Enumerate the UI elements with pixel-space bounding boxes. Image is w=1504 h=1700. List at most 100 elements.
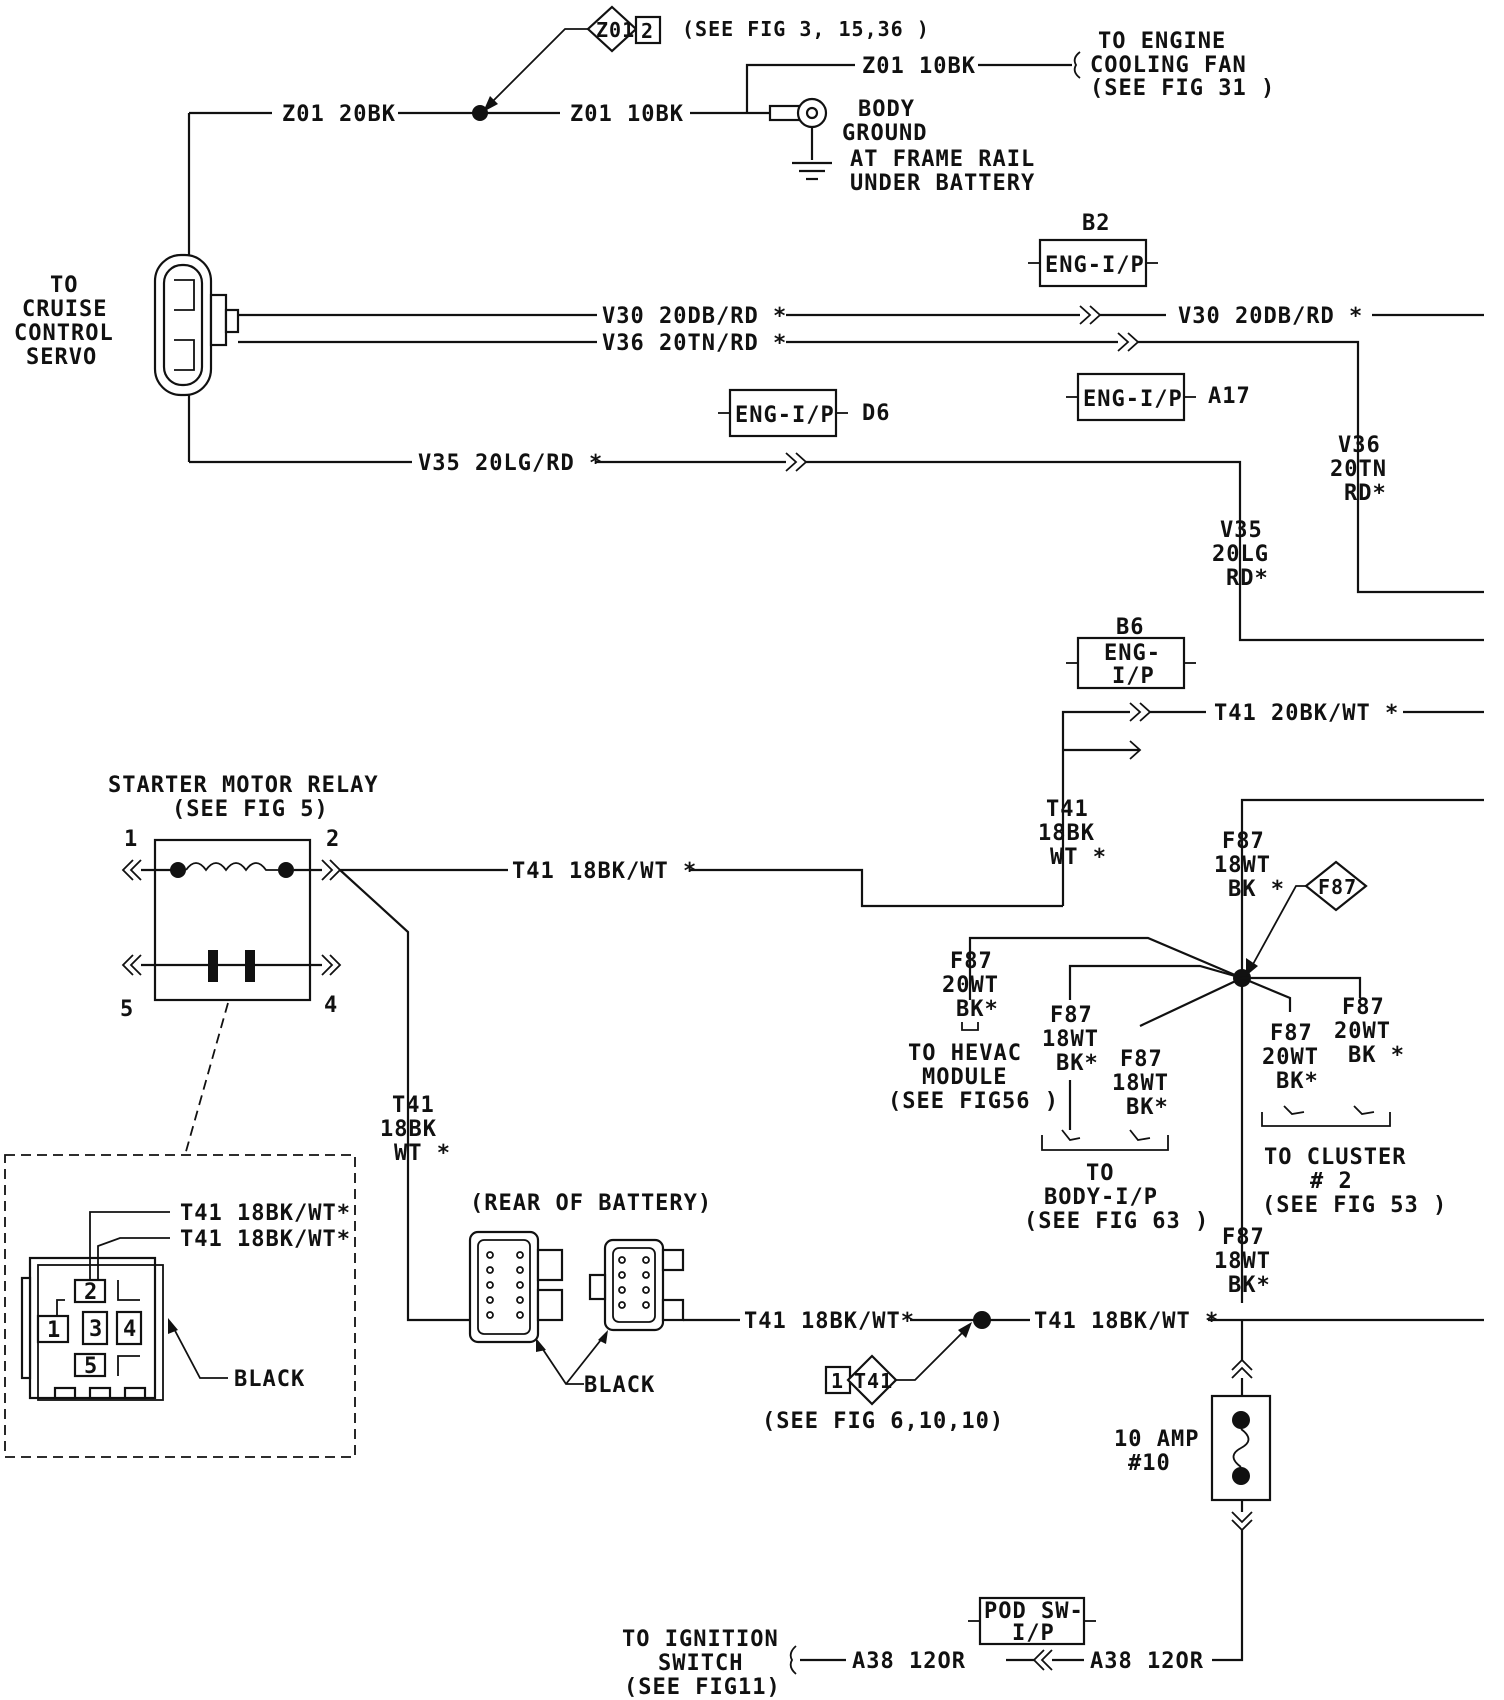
t41-branch-arrow <box>1129 740 1142 760</box>
t41-v-label-1: T41 <box>1046 797 1089 822</box>
t41-splice-pin-label: 1 <box>831 1369 844 1393</box>
f87-section: F87 18WT BK * F87 F87 20WT BK* TO HEVAC … <box>888 798 1484 1360</box>
z01-pin-box <box>634 15 662 45</box>
v36-inline-connector <box>1117 332 1140 352</box>
relay-socket-side <box>20 1276 32 1380</box>
d6-name-label: ENG-I/P <box>735 403 835 428</box>
servo-latch-tab <box>224 308 240 334</box>
t41-down-label-2: 18BK <box>380 1117 437 1142</box>
t41-top-label: T41 20BK/WT * <box>1214 701 1399 726</box>
z01-10bk-label: Z01 10BK <box>570 102 684 127</box>
ignition-label-3: (SEE FIG11) <box>624 1675 781 1700</box>
t41-splice-leader <box>896 1329 966 1381</box>
t41-relay-label: T41 18BK/WT * <box>512 859 697 884</box>
servo-label-2: CRUISE <box>22 297 107 322</box>
ignition-label-2: SWITCH <box>658 1651 743 1676</box>
t41-down-wire <box>339 869 470 1322</box>
cavity-1 <box>36 1314 70 1344</box>
t41-splice-see-fig: (SEE FIG 6,10,10) <box>762 1409 1004 1434</box>
socket-black-leader <box>171 1324 228 1379</box>
v36-wire-c <box>1138 340 1484 594</box>
f87-main-label-2: 18WT <box>1214 853 1271 878</box>
cavity-5-label: 5 <box>84 1354 98 1379</box>
body-label-2: BODY-I/P <box>1044 1185 1158 1210</box>
f87-b2-label-2: 18WT <box>1112 1071 1169 1096</box>
hevac-label-2: MODULE <box>922 1065 1007 1090</box>
socket-key-a <box>117 1280 140 1301</box>
relay-pin-4: 4 <box>324 993 338 1018</box>
relay-pin5-terminal <box>121 954 142 976</box>
starter-relay-section: STARTER MOTOR RELAY (SEE FIG 5) 1 2 5 4 … <box>4 773 1063 1458</box>
b2-connector-box <box>1038 238 1148 288</box>
detail-wire-2 <box>97 1237 170 1280</box>
fan-label-3: (SEE FIG 31 ) <box>1090 76 1275 101</box>
ignition-wire-end <box>789 1645 797 1675</box>
d6-id-label: D6 <box>862 401 891 426</box>
body-ground-label-2: GROUND <box>842 121 927 146</box>
v30-label-a: V30 20DB/RD * <box>602 304 787 329</box>
hevac-terminal <box>961 1022 979 1031</box>
fuse-element <box>1232 1428 1250 1468</box>
f87-ref-label: F87 <box>1318 875 1357 899</box>
a17-id-label: A17 <box>1208 384 1251 409</box>
f87-low-label-1: F87 <box>1222 1225 1265 1250</box>
fuse-top-terminal <box>1231 1358 1253 1379</box>
battery-leader-b-arrow <box>598 1330 608 1344</box>
body-ground-label-1: BODY <box>858 97 915 122</box>
cluster-label-3: (SEE FIG 53 ) <box>1262 1193 1447 1218</box>
fuse-label-1: 10 AMP <box>1114 1427 1199 1452</box>
servo-cavity-a <box>174 279 195 311</box>
battery-conn-b-tab-2 <box>661 1298 685 1322</box>
f87-cluster-wire-b <box>1242 976 1362 998</box>
battery-leader-a <box>539 1344 584 1385</box>
v30-inline-connector <box>1079 305 1102 325</box>
ground-section: Z01 2 (SEE FIG 3, 15,36 ) Z01 20BK Z01 1… <box>187 5 1275 262</box>
v35-wire-c <box>806 460 1484 642</box>
t41-down-label-3: WT * <box>394 1141 451 1166</box>
fuse-dot-bottom <box>1232 1467 1250 1485</box>
cavity-1-label: 1 <box>47 1318 61 1343</box>
z01-see-fig: (SEE FIG 3, 15,36 ) <box>682 17 930 41</box>
relay-coil-dot-a <box>170 862 186 878</box>
servo-cavity-b <box>174 339 195 371</box>
relay-title: STARTER MOTOR RELAY <box>108 773 379 798</box>
detail-wire-1 <box>89 1211 170 1280</box>
f87-ref-leader-arrow <box>1246 958 1258 976</box>
f87-b1-label-2: 18WT <box>1042 1027 1099 1052</box>
ground-eyelet-hole <box>805 106 819 120</box>
t41-splice-leader-arrow <box>958 1322 972 1338</box>
battery-conn-b-latch <box>588 1273 607 1301</box>
f87-c2-label-3: BK * <box>1348 1043 1405 1068</box>
cluster-label-1: TO CLUSTER <box>1264 1145 1406 1170</box>
f87-b2-label-3: BK* <box>1126 1095 1169 1120</box>
servo-latch <box>209 293 228 347</box>
t41-v-label-2: 18BK <box>1038 821 1095 846</box>
f87-hevac-label-1: F87 <box>950 949 993 974</box>
t41-upper-section: B6 ENG- I/P T41 20BK/WT * T41 18BK WT * <box>1038 615 1484 906</box>
battery-conn-b-tab-1 <box>661 1248 685 1272</box>
servo-signal-wires: V30 20DB/RD * V30 20DB/RD * B2 ENG-I/P V… <box>189 211 1484 642</box>
battery-leader-b <box>565 1335 605 1385</box>
f87-ref-leader <box>1251 885 1306 967</box>
fan-label-2: COOLING FAN <box>1090 53 1247 78</box>
battery-pins <box>486 1251 650 1319</box>
relay-coil-dot-b <box>278 862 294 878</box>
b6-name-2: I/P <box>1112 664 1155 689</box>
cruise-servo-section: TO CRUISE CONTROL SERVO <box>14 253 240 462</box>
cluster-label-2: # 2 <box>1310 1169 1353 1194</box>
f87-c2-label-2: 20WT <box>1334 1019 1391 1044</box>
battery-conn-b-inner <box>612 1247 656 1323</box>
f87-body-wire-a <box>1068 964 1243 1000</box>
relay-pin-5: 5 <box>120 997 134 1022</box>
v36-label-b2: 20TN <box>1330 457 1387 482</box>
f87-b2-label-1: F87 <box>1120 1047 1163 1072</box>
b6-id-label: B6 <box>1116 615 1145 640</box>
cavity-5 <box>73 1352 107 1378</box>
relay-pin1-terminal <box>121 859 142 881</box>
t41-batt-label: T41 18BK/WT* <box>744 1309 915 1334</box>
hevac-label-1: TO HEVAC <box>908 1041 1022 1066</box>
v30-label-b: V30 20DB/RD * <box>1178 304 1363 329</box>
ignition-section: POD SW- I/P A38 12OR A38 12OR TO IGNITIO… <box>622 1596 1203 1700</box>
f87-c1-label-3: BK* <box>1276 1069 1319 1094</box>
a38-label-a: A38 12OR <box>852 1649 966 1674</box>
